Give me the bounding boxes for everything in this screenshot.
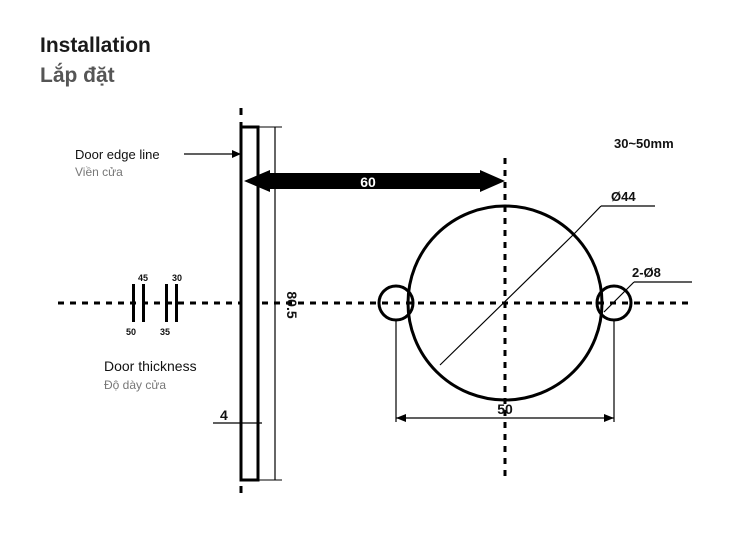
door-edge-rect	[239, 125, 260, 482]
edge-height-label: 80.5	[284, 291, 300, 318]
backset-label: 60	[360, 174, 376, 190]
door-edge-line-label-vi: Viền cửa	[75, 165, 123, 179]
main-hole-circle	[406, 204, 604, 402]
thickness-mark-4	[175, 284, 178, 322]
thickness-mark-label-50: 50	[126, 327, 136, 337]
thickness-mark-label-45: 45	[138, 273, 148, 283]
page-subtitle: Lắp đặt	[40, 64, 115, 87]
door-thickness-label: Door thickness	[104, 358, 197, 374]
door-thickness-label-vi: Độ dày cửa	[104, 378, 166, 392]
thickness-mark-label-35: 35	[160, 327, 170, 337]
thickness-mark-2	[142, 284, 145, 322]
backset-range-label: 30~50mm	[614, 136, 674, 151]
door-edge-line-label: Door edge line	[75, 147, 160, 162]
spacing-arrow-right	[604, 414, 614, 422]
door-edge-arrowhead	[232, 150, 241, 158]
spacing-arrow-left	[396, 414, 406, 422]
main-hole-diameter-line	[439, 234, 574, 366]
edge-width-label: 4	[220, 407, 228, 423]
thickness-mark-label-30: 30	[172, 273, 182, 283]
main-hole-label: Ø44	[611, 189, 636, 204]
small-holes-label: 2-Ø8	[632, 265, 661, 280]
spacing-label: 50	[497, 401, 513, 417]
small-hole-leader	[603, 281, 635, 313]
page-title: Installation	[40, 34, 151, 57]
thickness-mark-1	[132, 284, 135, 322]
backset-arrow	[244, 170, 505, 192]
main-hole-leader	[572, 205, 602, 236]
thickness-mark-3	[165, 284, 168, 322]
